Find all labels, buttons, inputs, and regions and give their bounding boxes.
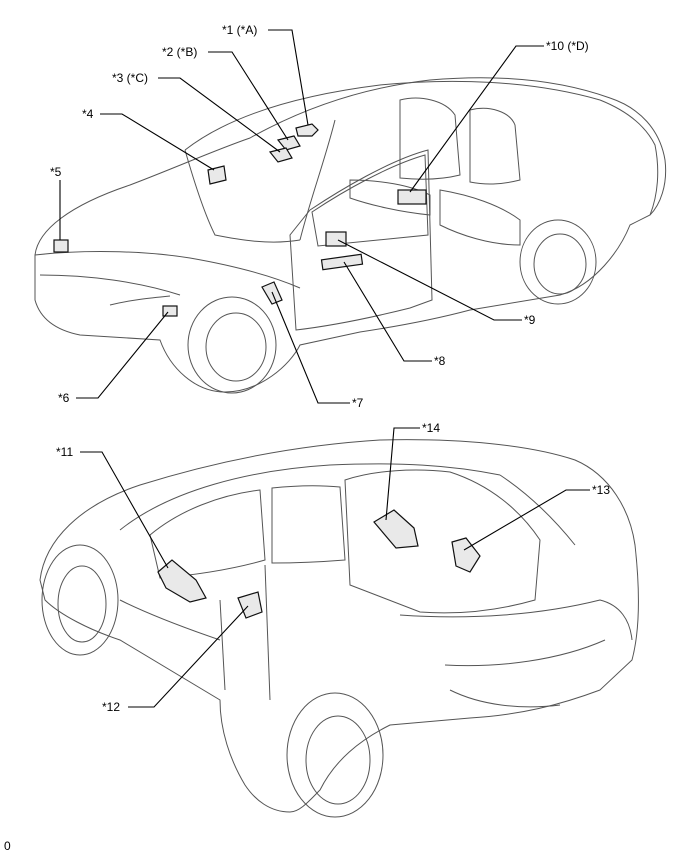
component-4-module (207, 165, 227, 185)
callout-7: *7 (352, 396, 364, 410)
callout-2: *2 (*B) (162, 45, 197, 59)
callout-6: *6 (58, 391, 70, 405)
callout-9: *9 (524, 313, 536, 327)
component-12-window-regulator (237, 591, 263, 619)
component-2-sensor (276, 135, 301, 151)
footer-code: 0 (4, 839, 11, 853)
callout-1: *1 (*A) (222, 23, 257, 37)
leader-lines (59, 29, 590, 708)
component-14-window-regulator (373, 509, 419, 549)
callout-13: *13 (592, 483, 610, 497)
component-13-window-regulator (451, 537, 481, 573)
component-6-module (162, 305, 178, 317)
component-1-sensor (295, 123, 319, 137)
callout-10: *10 (*D) (546, 39, 589, 53)
callout-12: *12 (102, 700, 120, 714)
component-11-window-regulator (157, 559, 207, 603)
component-8-door-module (320, 253, 364, 271)
component-5-module (53, 239, 69, 253)
component-10-console-module (397, 189, 427, 205)
callout-4: *4 (82, 107, 94, 121)
component-3-mirror-sensor (268, 147, 293, 163)
callout-5: *5 (50, 165, 62, 179)
callout-3: *3 (*C) (112, 71, 148, 85)
callout-8: *8 (434, 354, 446, 368)
component-9-switch (325, 231, 347, 247)
top-car-illustration (34, 77, 667, 394)
callout-labels: *1 (*A) *2 (*B) *3 (*C) *4 *5 *6 *7 *8 *… (50, 23, 610, 714)
bottom-car-illustration (39, 439, 639, 818)
callout-11: *11 (56, 445, 73, 459)
callout-14: *14 (422, 421, 440, 435)
